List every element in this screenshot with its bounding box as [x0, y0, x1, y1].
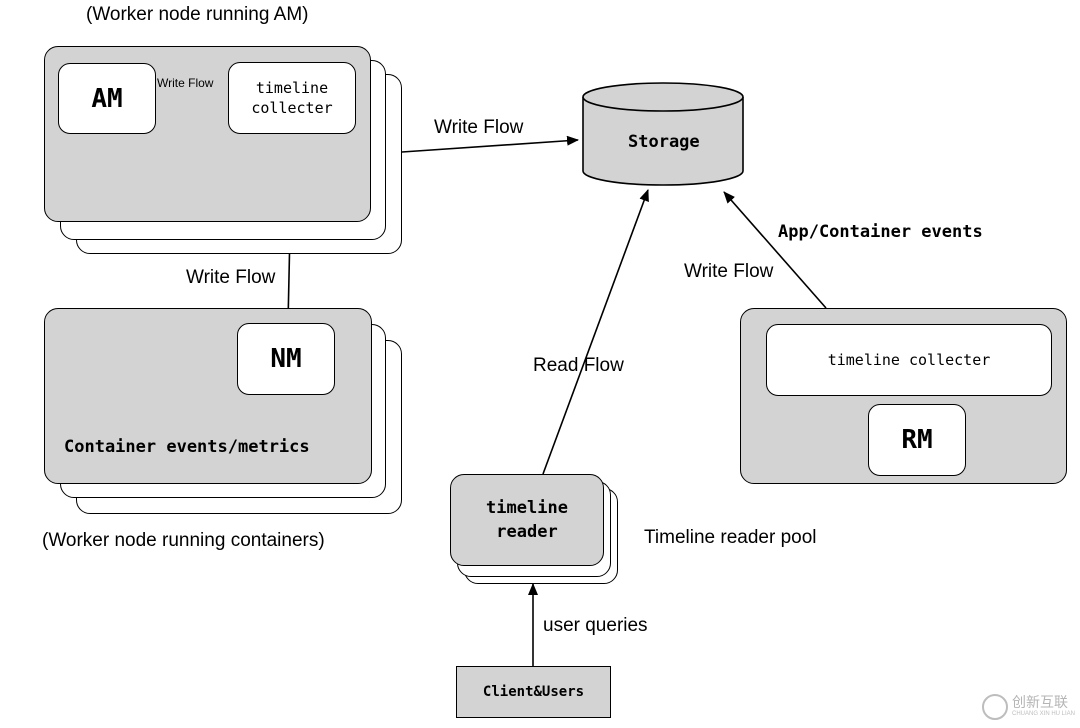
storage-cylinder [582, 82, 744, 186]
am-internal-flow-label: Write Flow [157, 76, 214, 90]
client-users-box: Client&Users [456, 666, 611, 718]
timeline-reader-box: timeline reader [450, 474, 604, 566]
am-node-to-storage-arrow [401, 135, 579, 153]
am-to-storage-flow-label: Write Flow [434, 117, 524, 138]
reader-line1: timeline [486, 498, 568, 518]
watermark-sub-text: CHUANG XIN HU LIAN [1012, 711, 1076, 717]
reader-to-storage-flow-label: Read Flow [533, 355, 624, 376]
rm-timeline-collector-box: timeline collecter [766, 324, 1052, 396]
rm-box: RM [868, 404, 966, 476]
reader-pool-label: Timeline reader pool [644, 527, 817, 548]
watermark-main-text: 创新互联 [1012, 695, 1068, 711]
rm-node-to-storage-arrow [723, 191, 827, 309]
user-queries-label: user queries [543, 615, 648, 636]
container-events-label: Container events/metrics [64, 437, 310, 457]
reader-line2: reader [496, 522, 558, 542]
am-collector-line1: timeline [255, 79, 329, 97]
nm-to-collector-flow-label: Write Flow [186, 267, 276, 288]
am-box: AM [58, 63, 156, 134]
storage-label: Storage [628, 132, 700, 152]
reader-to-storage-arrow [542, 189, 649, 475]
nm-box: NM [237, 323, 335, 395]
am-collector-line2: collecter [251, 99, 333, 117]
container-node-caption: (Worker node running containers) [42, 530, 325, 551]
am-timeline-collector-box: timeline collecter [228, 62, 356, 134]
rm-events-label: App/Container events [778, 222, 983, 242]
am-node-caption: (Worker node running AM) [86, 4, 309, 25]
rm-to-storage-flow-label: Write Flow [684, 261, 774, 282]
watermark-circle-icon [982, 694, 1008, 720]
watermark-logo: 创新互联 CHUANG XIN HU LIAN [982, 690, 1076, 724]
